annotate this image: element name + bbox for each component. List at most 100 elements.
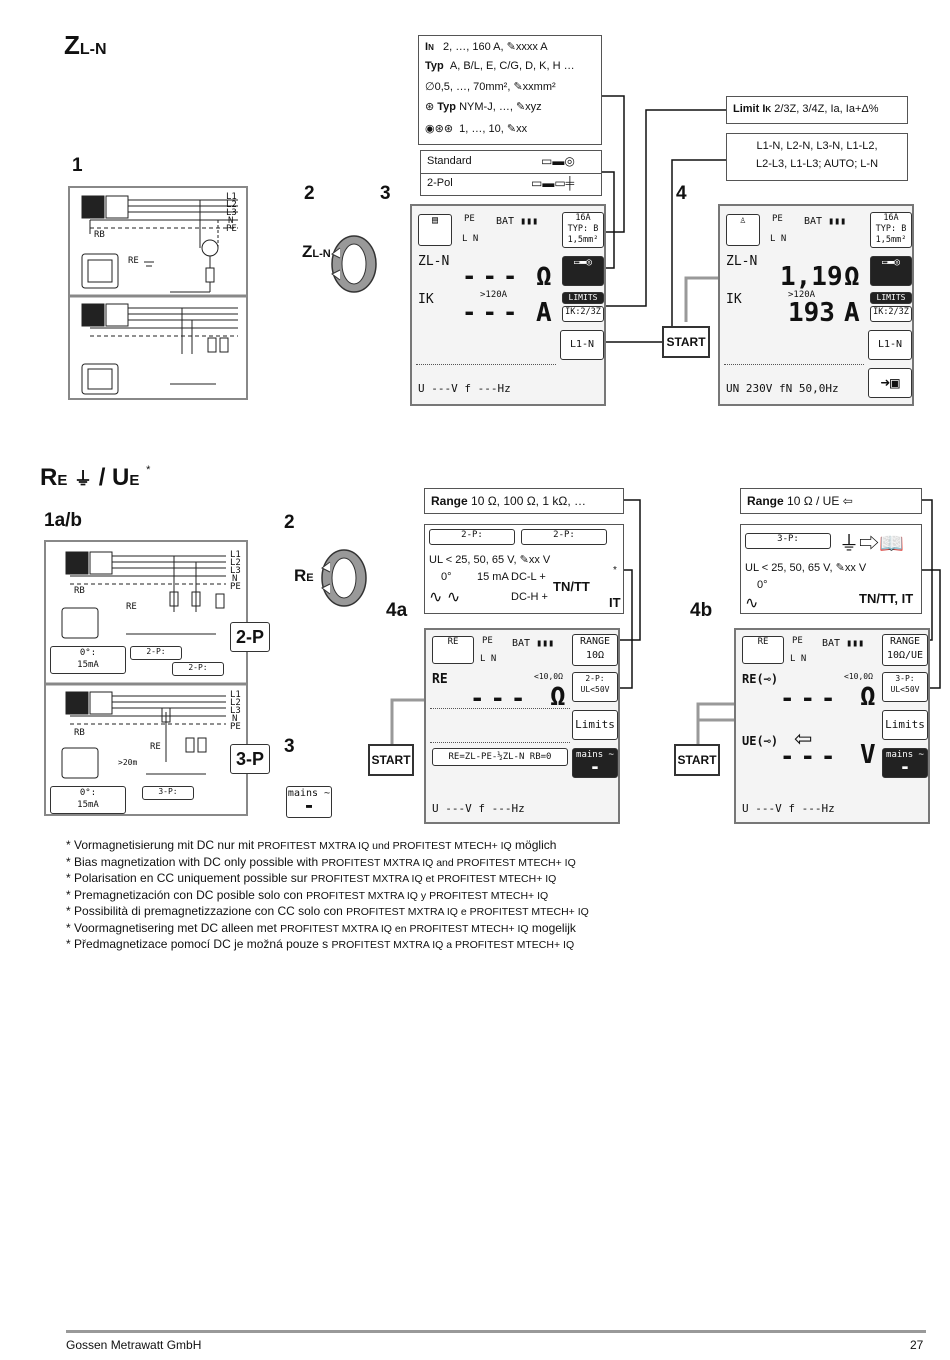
edit-icon: ✎ (513, 81, 523, 93)
limit-ik-box: Limit IK 2/3Z, 3/4Z, Ia, Ia+Δ% (726, 96, 908, 124)
start-button-re-b[interactable]: START (674, 744, 720, 776)
start-button-re-a[interactable]: START (368, 744, 414, 776)
mains-key[interactable]: mains ~▬ (286, 786, 332, 818)
key-2p[interactable]: 2-P: (130, 646, 182, 660)
label-l1: L1 (230, 690, 241, 700)
ue-unit: V (860, 740, 876, 770)
phase-select-key[interactable]: L1-N (868, 330, 912, 360)
rotary-label: ZL-N (302, 242, 331, 261)
label-re: RE (150, 742, 161, 752)
formula-display: RE=ZL-PE-½ZL-N RB=0 (432, 748, 568, 766)
edit-icon: ✎ (835, 562, 845, 574)
ul-key[interactable]: 3-P:UL<50V (882, 672, 928, 702)
save-key-icon[interactable]: ➜▣ (868, 368, 912, 398)
rotary-switch-zln[interactable]: ZL-N (300, 228, 380, 298)
mains-key[interactable]: mains ~▬ (882, 748, 928, 778)
phase-select-key[interactable]: L1-N (560, 330, 604, 360)
limits-key[interactable]: Limits (882, 710, 928, 740)
key-3p[interactable]: 3-P: (142, 786, 194, 800)
ik-range: >120A (480, 290, 508, 300)
re-unit: Ω (860, 682, 876, 712)
label-l2: L2 (226, 200, 237, 210)
label-pe: PE (226, 224, 237, 234)
label-l1: L1 (226, 192, 237, 202)
footnote-asterisk: * (66, 920, 75, 935)
section-zln-title: ZL-N (64, 30, 107, 60)
label-l1: L1 (230, 550, 241, 560)
ik-limit-key[interactable]: IK:2/3Z (870, 306, 912, 322)
limits-key[interactable]: Limits (572, 710, 618, 740)
re-mode-icon: RE (432, 636, 474, 664)
limits-key[interactable]: LIMITS (562, 292, 604, 304)
person-icon: ♙ (726, 214, 760, 246)
footnote-item: * Premagnetización con DC posible solo c… (66, 887, 549, 902)
probe-icon: ⊸) (763, 734, 779, 748)
step-2: 2 (284, 512, 295, 533)
probe-select-key[interactable]: ▭▬◎ (562, 256, 604, 286)
probe-icon: ⊸) (763, 672, 779, 686)
pe-indicator: PE (464, 214, 475, 224)
mode-key[interactable]: 0°:15mA (50, 786, 126, 814)
pe-indicator: PE (482, 636, 493, 646)
footnote-item: * Vormagnetisierung mit DC nur mit PROFI… (66, 838, 557, 852)
re-limit: <10,0Ω (534, 672, 563, 681)
probe-standard[interactable]: Standard (427, 155, 472, 167)
ik-unit: A (536, 298, 552, 328)
zln-value: 1,19 (780, 262, 843, 292)
phase-line1: L1-N, L2-N, L3-N, L1-L2, (756, 140, 878, 152)
probe-plug-icon: ▭▬◎ (541, 154, 575, 168)
lcd-footer: U ---V f ---Hz (432, 802, 525, 815)
mains-key[interactable]: mains ~▬ (572, 748, 618, 778)
battery-icon: ▮▮▮ (520, 216, 539, 227)
label-n: N (228, 216, 234, 226)
lcd-footer: UN 230V fN 50,0Hz (726, 382, 839, 395)
edit-icon: ✎ (506, 41, 516, 53)
footnote-item: * Předmagnetizace pomocí DC je možná pou… (66, 937, 575, 951)
limits-key[interactable]: LIMITS (870, 292, 912, 304)
start-button-zln[interactable]: START (662, 326, 710, 358)
probe-2pol-icon: ▭▬▭╪ (531, 176, 575, 190)
options-box-a: 2-P: 2-P: UL < 25, 50, 65 V, ✎xx V 0° 15… (424, 524, 624, 614)
wiring-diagram-panel-zln: L1 L2 L3 N PE RB RE (68, 186, 248, 400)
key-3p[interactable]: 3-P: (745, 533, 831, 549)
footnote-item: * Bias magnetization with DC only possib… (66, 854, 576, 869)
probe-options-box: Standard 2-Pol ▭▬◎ ▭▬▭╪ (420, 150, 602, 196)
zln-label: ZL-N (726, 254, 758, 269)
ik-label: IK (726, 292, 742, 307)
ue-value: --- (780, 742, 842, 770)
label-rb: RB (74, 586, 85, 596)
re-value: --- (470, 684, 532, 712)
rotary-knob-icon (331, 235, 377, 293)
key-2p-standard[interactable]: 2-P: (429, 529, 515, 545)
zln-value: --- (462, 262, 524, 290)
probe-select-key[interactable]: ▭▬◎ (870, 256, 912, 286)
ul-key[interactable]: 2-P:UL<50V (572, 672, 618, 702)
options-box-b: 3-P: ⏚⇨📖 UL < 25, 50, 65 V, ✎xx V 0° ∿ T… (740, 524, 922, 614)
step-2: 2 (304, 183, 315, 204)
ik-limit-key[interactable]: IK:2/3Z (562, 306, 604, 322)
label-re: RE (128, 256, 139, 266)
range-box-a: Range 10 Ω, 100 Ω, 1 kΩ, … (424, 488, 624, 514)
mode-key[interactable]: 0°:15mA (50, 646, 126, 674)
re-mode-icon: RE (742, 636, 784, 664)
ik-value: --- (462, 298, 524, 326)
cable-icon: ⊛ (425, 101, 435, 113)
zln-label: ZL-N (418, 254, 450, 269)
fuse-icon: ▤ (418, 214, 452, 246)
probe-2pol[interactable]: 2-Pol (427, 177, 453, 189)
battery-label: BAT (512, 638, 531, 649)
connector-lines-sec1 (602, 95, 726, 343)
label-l3: L3 (230, 706, 241, 716)
rotary-switch-re[interactable]: RE (290, 542, 370, 612)
arrow-left-icon: ⇦ (842, 494, 853, 508)
key-2p-2pol[interactable]: 2-P: (521, 529, 607, 545)
footer-company: Gossen Metrawatt GmbH (66, 1338, 202, 1352)
key-2p-alt[interactable]: 2-P: (172, 662, 224, 676)
